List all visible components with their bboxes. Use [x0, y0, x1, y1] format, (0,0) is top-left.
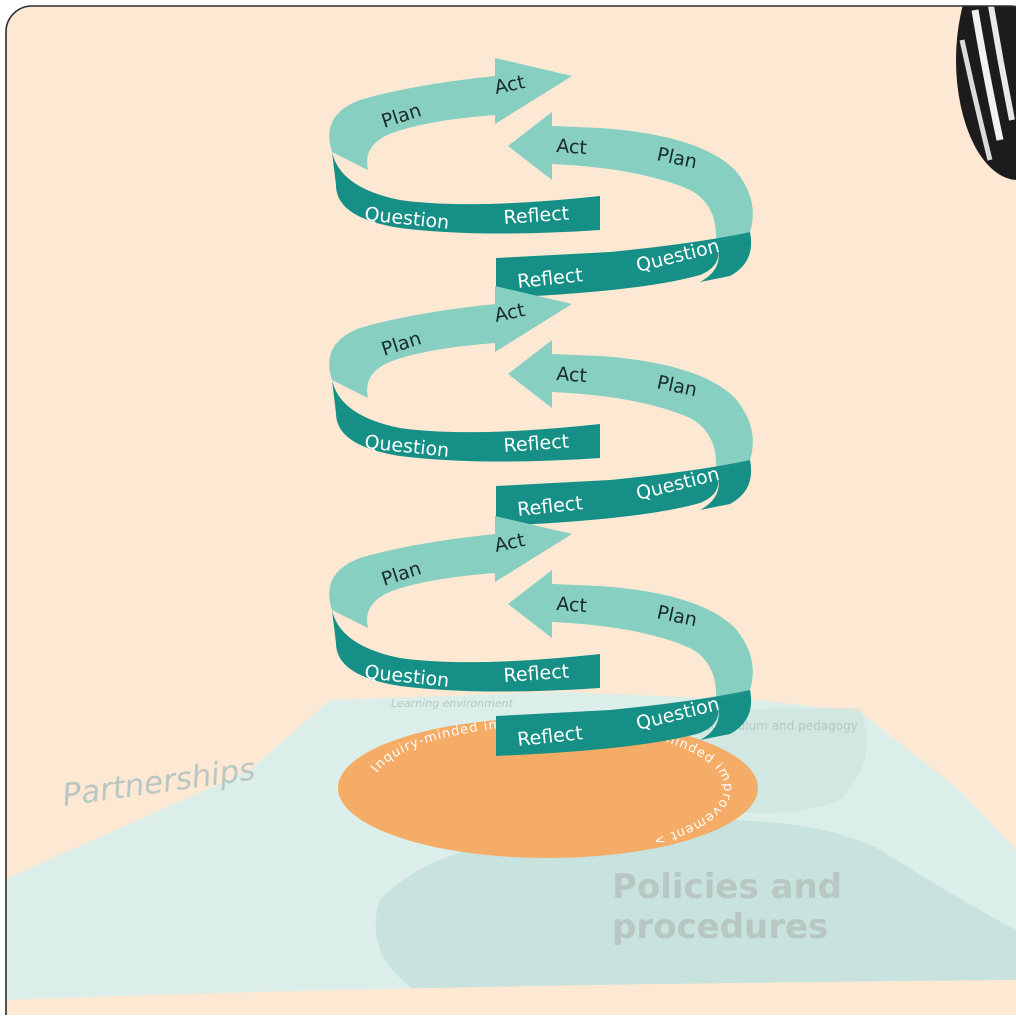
base-disc: [338, 718, 758, 858]
corner-photo: [956, 6, 1016, 180]
label-learning-environment: Learning environment: [391, 697, 514, 710]
lower-band-curl: [700, 460, 752, 510]
front-band: [332, 152, 600, 234]
label-front-reflect: Reflect: [503, 430, 570, 457]
upper-arrow-head: [495, 286, 572, 352]
lower-band: [496, 690, 750, 756]
back-band: [508, 340, 753, 470]
back-band: [508, 112, 753, 242]
label-back-act: Act: [556, 363, 588, 387]
lower-band: [496, 232, 750, 298]
front-band: [332, 380, 600, 462]
label-front-reflect: Reflect: [503, 202, 570, 229]
lower-band-curl: [700, 232, 752, 282]
sand-strip: [8, 980, 1016, 1015]
label-policies-line1: Policies and: [612, 867, 842, 907]
label-policies-line2: procedures: [612, 907, 828, 947]
left-band-upper: [329, 304, 495, 398]
upper-arrow-head: [495, 516, 572, 582]
lower-band: [496, 460, 750, 526]
label-back-act: Act: [556, 593, 588, 617]
label-back-act: Act: [556, 135, 588, 159]
upper-arrow-head: [495, 58, 572, 124]
left-band-upper: [329, 76, 495, 170]
left-band-upper: [329, 534, 495, 628]
front-band: [332, 610, 600, 692]
label-front-reflect: Reflect: [503, 660, 570, 687]
back-band: [508, 570, 753, 700]
frame-border: [5, 5, 1016, 1020]
region-policies: [375, 819, 1016, 1000]
lower-band-curl: [700, 690, 752, 740]
